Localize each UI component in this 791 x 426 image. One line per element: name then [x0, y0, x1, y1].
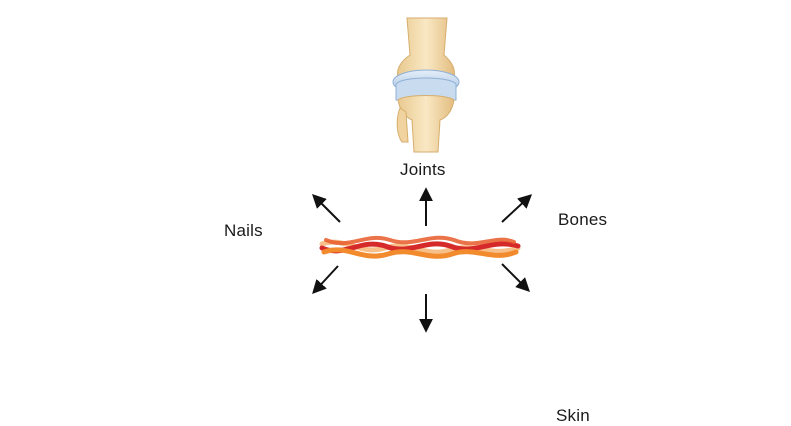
arrow-to-skin [501, 263, 530, 292]
label-joints: Joints [400, 160, 446, 179]
knee-joint-icon [392, 17, 460, 153]
label-bones: Bones [558, 210, 608, 229]
label-skin: Skin [556, 406, 590, 425]
arrow-to-hair [312, 265, 339, 295]
arrow-to-nails [312, 194, 341, 223]
arrow-to-bones [501, 194, 533, 223]
collagen-fiber-icon [319, 235, 521, 259]
label-nails: Nails [224, 221, 263, 240]
